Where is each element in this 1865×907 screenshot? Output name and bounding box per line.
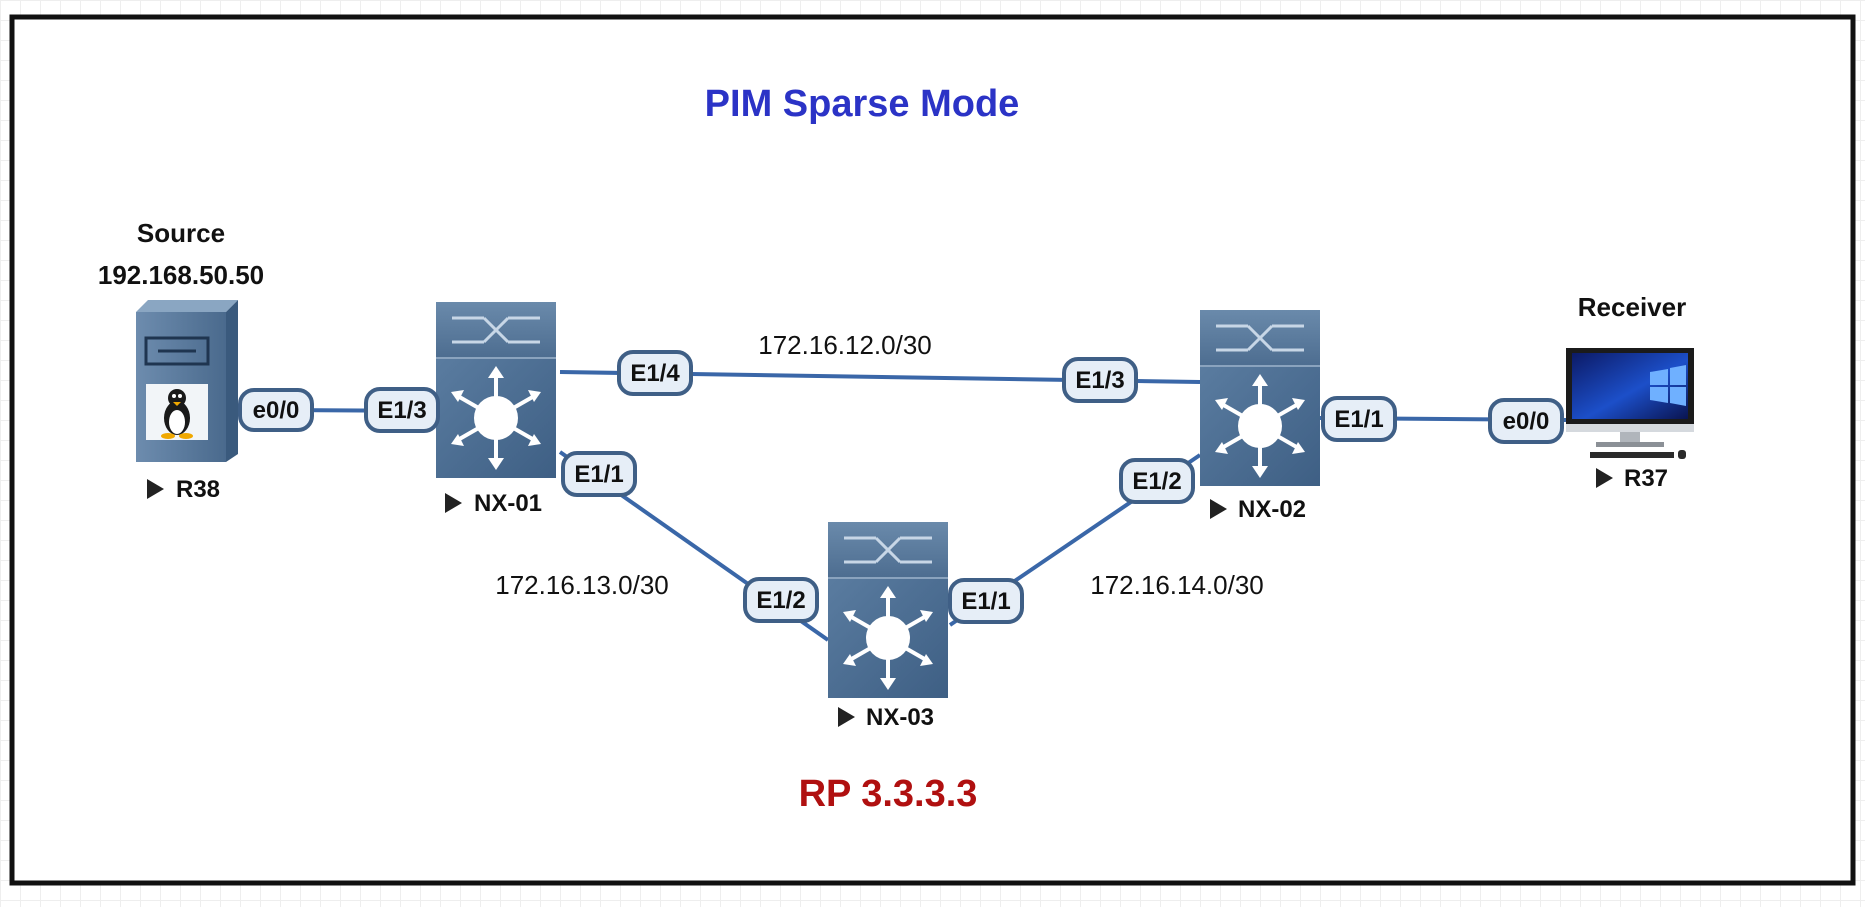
port-nx02-e1-2[interactable]: E1/2: [1119, 458, 1195, 504]
nx02-node[interactable]: NX-02: [1198, 308, 1322, 523]
port-label: E1/3: [1075, 367, 1124, 394]
port-nx03-e1-2[interactable]: E1/2: [743, 577, 819, 623]
port-r38-e0-0[interactable]: e0/0: [238, 388, 314, 432]
nx01-node[interactable]: NX-01: [434, 300, 558, 517]
nx03-node[interactable]: NX-03: [826, 520, 950, 731]
port-label: E1/3: [377, 397, 426, 424]
receiver-heading: Receiver: [1578, 292, 1686, 322]
port-label: E1/2: [756, 587, 805, 614]
rp-label: RP 3.3.3.3: [799, 773, 978, 815]
port-label: E1/2: [1132, 468, 1181, 495]
port-label: e0/0: [1503, 408, 1550, 435]
port-nx02-e1-1[interactable]: E1/1: [1321, 396, 1397, 442]
nx02-label: NX-02: [1238, 496, 1306, 523]
diagram-title: PIM Sparse Mode: [705, 83, 1020, 125]
source-ip: 192.168.50.50: [98, 260, 264, 290]
port-nx01-e1-1[interactable]: E1/1: [561, 451, 637, 497]
nexus-switch-icon: [1198, 308, 1322, 488]
subnet-nx03-nx02: 172.16.14.0/30: [1090, 570, 1264, 600]
port-badges: e0/0 E1/3 E1/4 E1/1 E1/3 E1/1 E1/2 E1/2: [238, 350, 1564, 624]
port-label: e0/0: [253, 397, 300, 424]
r37-label: R37: [1624, 465, 1668, 492]
diagram-frame: [9, 14, 1856, 886]
r38-label: R38: [176, 476, 220, 503]
subnet-nx01-nx03: 172.16.13.0/30: [495, 570, 669, 600]
port-nx02-e1-3[interactable]: E1/3: [1062, 357, 1138, 403]
port-label: E1/1: [961, 588, 1010, 615]
nexus-switch-icon: [826, 520, 950, 700]
nx01-play-icon: [445, 493, 462, 513]
desktop-monitor-icon: [1566, 348, 1694, 459]
nx02-play-icon: [1210, 499, 1227, 519]
linux-server-icon: [136, 300, 238, 462]
port-nx01-e1-4[interactable]: E1/4: [617, 350, 693, 396]
subnet-nx01-nx02: 172.16.12.0/30: [758, 330, 932, 360]
source-heading: Source: [137, 218, 225, 248]
nexus-switch-icon: [434, 300, 558, 480]
port-nx03-e1-1[interactable]: E1/1: [948, 578, 1024, 624]
r37-play-icon: [1596, 468, 1613, 488]
nx03-label: NX-03: [866, 704, 934, 731]
nx01-label: NX-01: [474, 490, 542, 517]
port-label: E1/4: [630, 360, 680, 387]
port-nx01-e1-3[interactable]: E1/3: [364, 387, 440, 433]
r38-play-icon: [147, 479, 164, 499]
r37-node[interactable]: R37: [1566, 348, 1694, 492]
port-label: E1/1: [1334, 406, 1383, 433]
nx03-play-icon: [838, 707, 855, 727]
port-r37-e0-0[interactable]: e0/0: [1488, 398, 1564, 444]
r38-node[interactable]: R38: [136, 300, 238, 503]
port-label: E1/1: [574, 461, 623, 488]
